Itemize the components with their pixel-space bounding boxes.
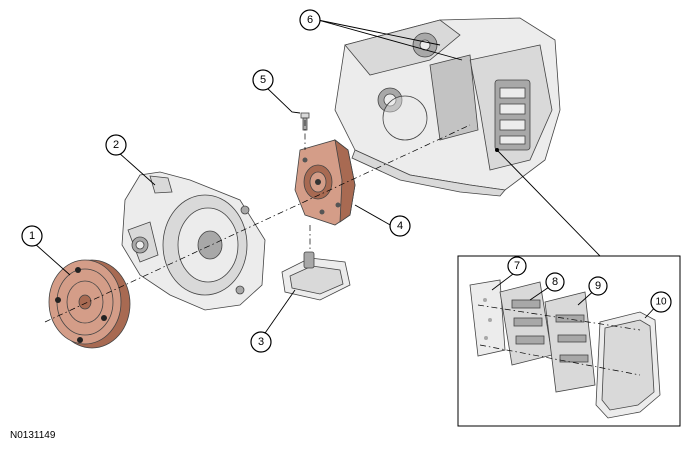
oil-filter (281, 251, 351, 301)
callout-3: 3 (250, 331, 272, 353)
callout-1-label: 1 (29, 230, 35, 242)
callout-1: 1 (21, 225, 43, 247)
callout-8: 8 (545, 272, 565, 292)
callout-10: 10 (650, 291, 672, 313)
callout-5: 5 (252, 69, 274, 91)
callout-6-label: 6 (307, 14, 313, 26)
callout-9-label: 9 (595, 280, 601, 292)
callout-4: 4 (389, 215, 411, 237)
callout-7-label: 7 (514, 260, 520, 272)
callout-6: 6 (299, 9, 321, 31)
callout-3-label: 3 (258, 336, 264, 348)
callout-9: 9 (588, 276, 608, 296)
callout-10-label: 10 (655, 297, 667, 308)
callout-4-label: 4 (397, 220, 403, 232)
callout-8-label: 8 (552, 276, 558, 288)
callout-7: 7 (507, 256, 527, 276)
converter-housing (121, 171, 266, 311)
callout-5-label: 5 (260, 74, 266, 86)
figure-reference-code: N0131149 (10, 430, 56, 441)
callout-2: 2 (105, 134, 127, 156)
torque-converter (48, 259, 131, 349)
valve-body-inset (457, 255, 681, 427)
transmission-case (334, 17, 561, 197)
front-pump-cover (294, 139, 356, 226)
centerline (44, 124, 471, 323)
callout-2-label: 2 (113, 139, 119, 151)
